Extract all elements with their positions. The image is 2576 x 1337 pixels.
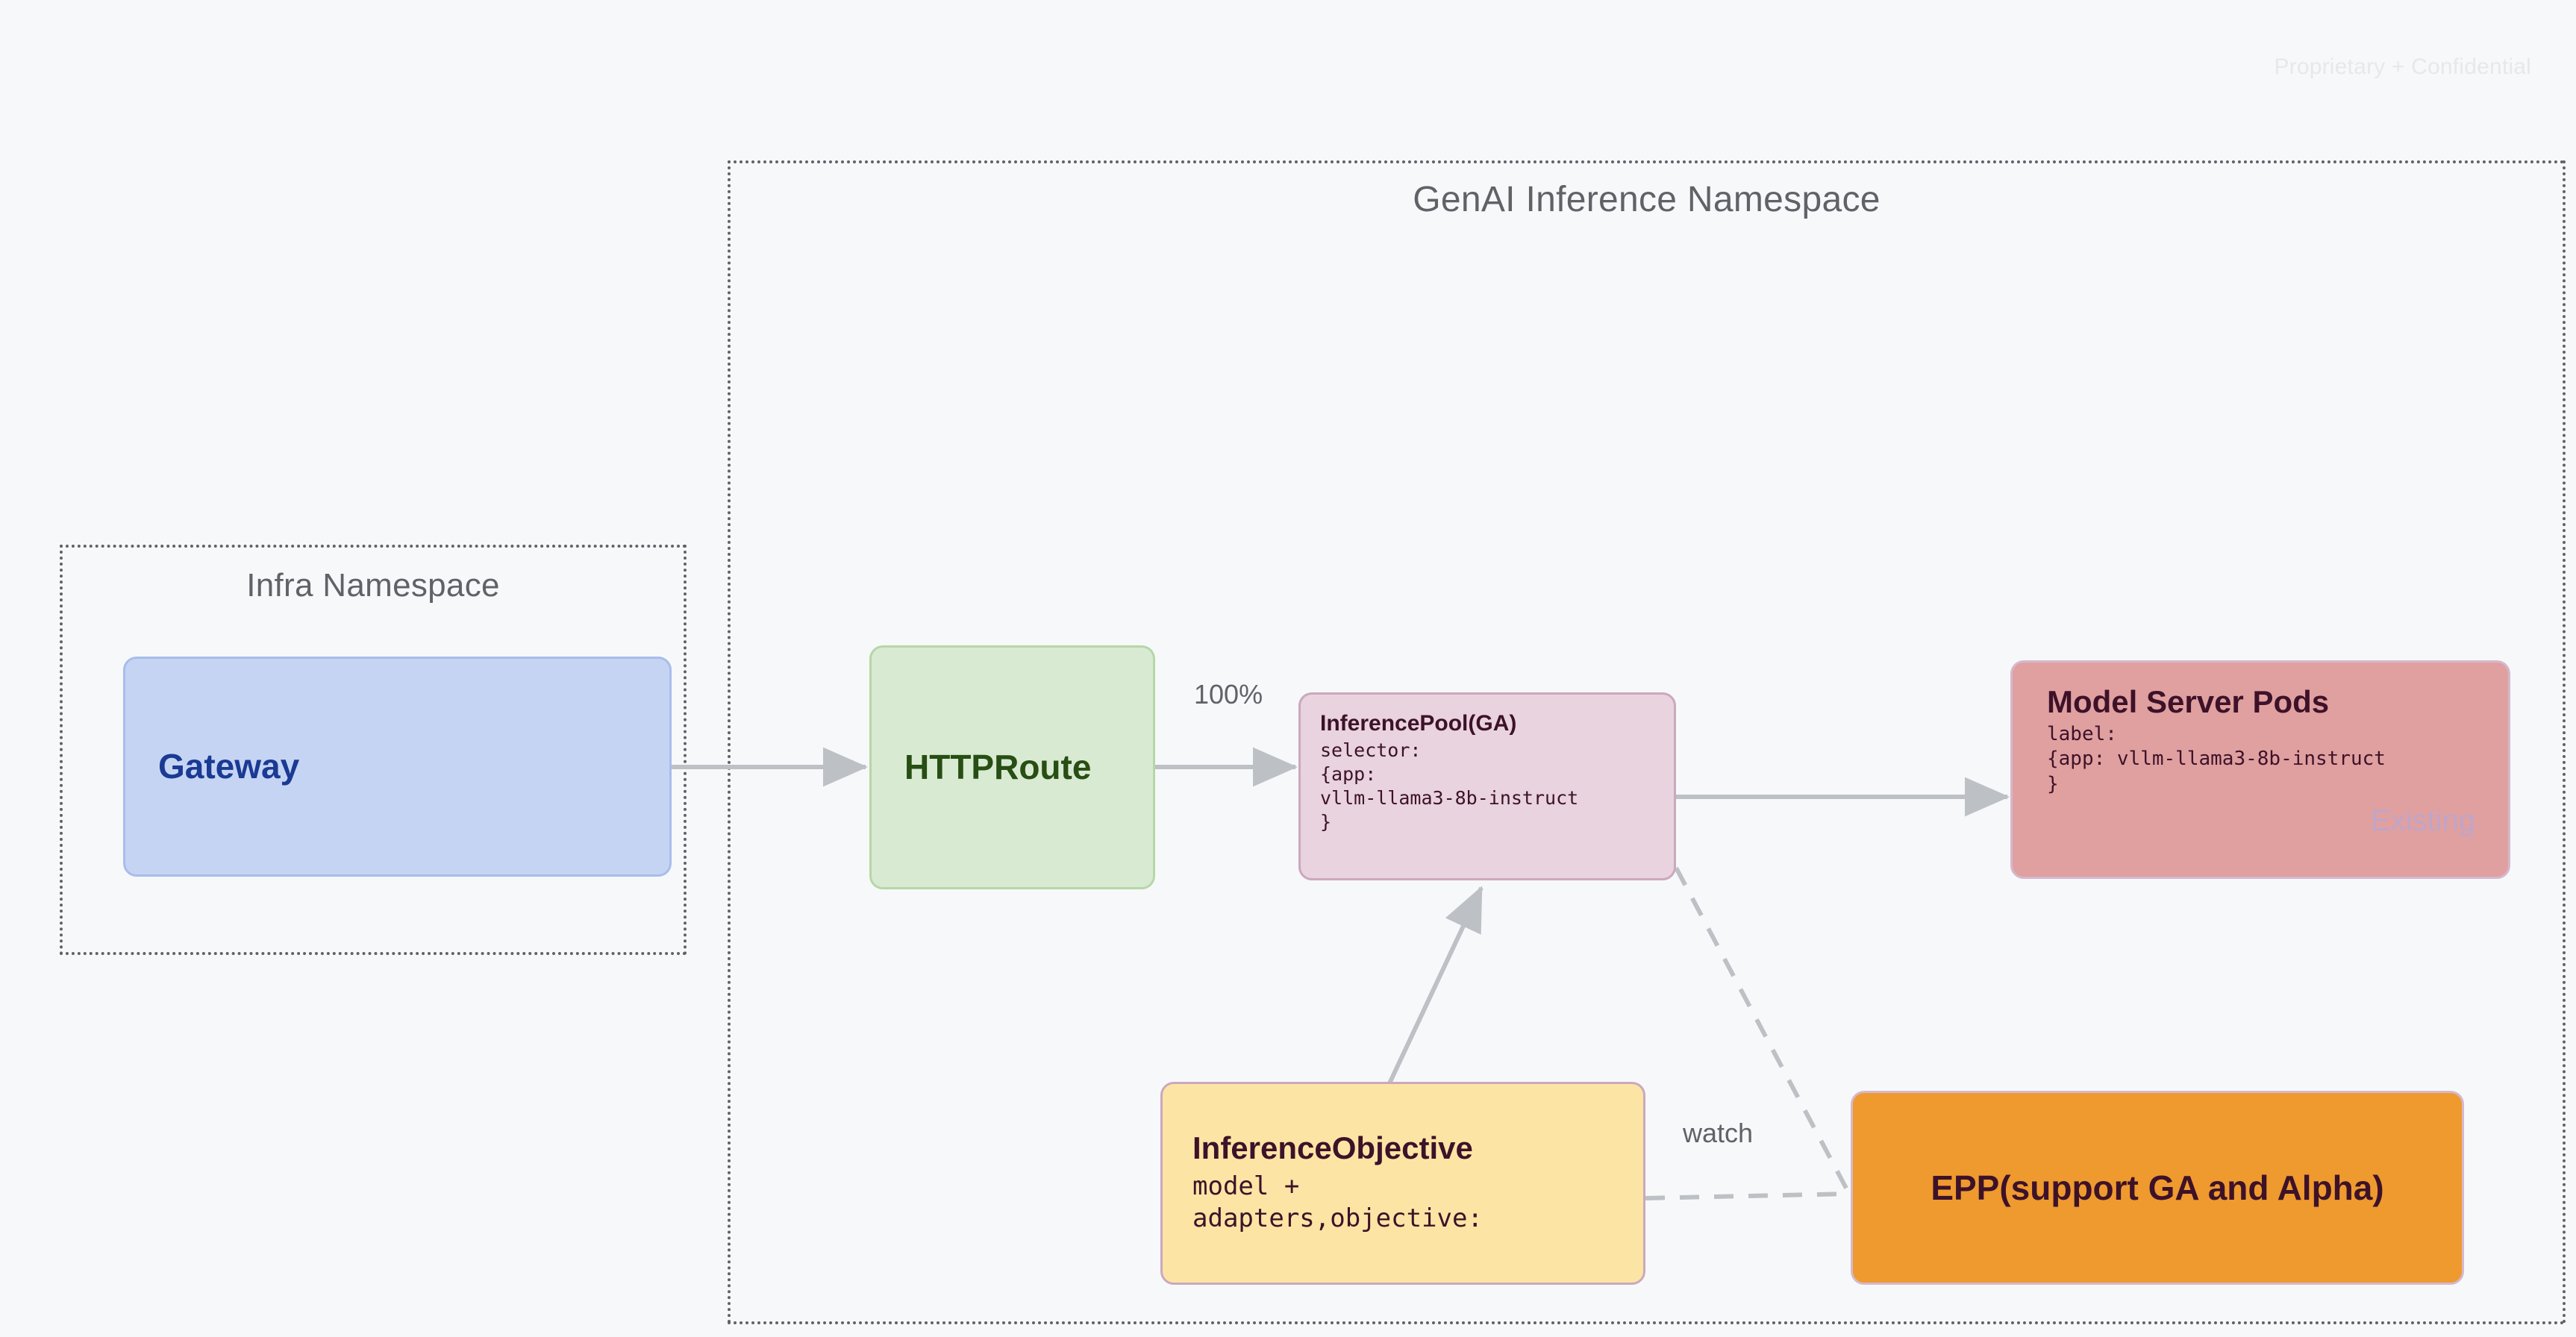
- node-epp-title: EPP(support GA and Alpha): [1931, 1168, 2384, 1207]
- genai-namespace-frame: [728, 160, 2566, 1324]
- infra-namespace-frame: [60, 545, 687, 955]
- node-httproute[interactable]: HTTPRoute: [869, 645, 1155, 889]
- node-model-server-pods-spec: label: {app: vllm-llama3-8b-instruct }: [2047, 723, 2386, 795]
- genai-namespace-title: GenAI Inference Namespace: [1413, 180, 1881, 219]
- node-model-server-pods[interactable]: Model Server Pods label: {app: vllm-llam…: [2010, 660, 2510, 879]
- node-gateway[interactable]: Gateway: [123, 657, 672, 877]
- edge-label-watch: watch: [1683, 1118, 1754, 1148]
- edge-label-traffic-weight: 100%: [1194, 679, 1263, 710]
- node-inferenceobjective-spec: model + adapters,objective:: [1192, 1171, 1483, 1234]
- node-gateway-title: Gateway: [158, 747, 300, 786]
- node-inferenceobjective-title: InferenceObjective: [1192, 1130, 1473, 1166]
- infra-namespace-title: Infra Namespace: [246, 567, 500, 604]
- confidential-watermark: Proprietary + Confidential: [2274, 54, 2531, 79]
- node-model-server-pods-title: Model Server Pods: [2047, 684, 2330, 719]
- node-inferenceobjective[interactable]: InferenceObjective model + adapters,obje…: [1160, 1082, 1645, 1285]
- node-inferencepool-title: InferencePool(GA): [1320, 711, 1517, 736]
- existing-badge: Existing: [2370, 804, 2475, 837]
- node-httproute-title: HTTPRoute: [904, 748, 1092, 787]
- node-inferencepool[interactable]: InferencePool(GA) selector: {app: vllm-l…: [1298, 692, 1676, 880]
- node-epp[interactable]: EPP(support GA and Alpha): [1851, 1091, 2464, 1285]
- node-inferencepool-spec: selector: {app: vllm-llama3-8b-instruct …: [1320, 739, 1579, 833]
